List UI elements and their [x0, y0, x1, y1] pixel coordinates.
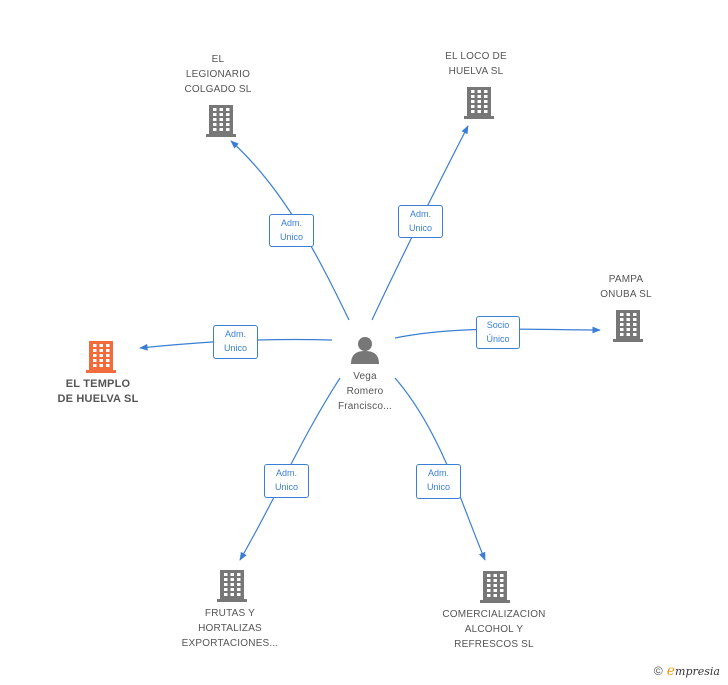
edge-label-frutas[interactable]: Adm. Unico	[264, 464, 309, 498]
building-icon[interactable]	[205, 103, 237, 142]
edge-label-loco[interactable]: Adm. Unico	[398, 205, 443, 238]
center-person-label[interactable]: Vega Romero Francisco...	[337, 371, 393, 412]
empresia-logo[interactable]: ©empresia	[653, 663, 720, 679]
brand-wordmark: empresia	[666, 663, 720, 679]
node-label-templo[interactable]: EL TEMPLO DE HUELVA SL	[57, 378, 139, 405]
edge-label-pampa[interactable]: Socio Único	[476, 316, 520, 349]
node-label-comercializacion[interactable]: COMERCIALIZACION ALCOHOL Y REFRESCOS SL	[442, 609, 546, 650]
center-person[interactable]	[350, 334, 380, 369]
building-icon[interactable]	[85, 339, 117, 378]
person-icon	[351, 337, 379, 364]
edge-label-comercializacion[interactable]: Adm. Unico	[416, 464, 461, 499]
building-icon[interactable]	[612, 308, 644, 347]
building-icon[interactable]	[463, 85, 495, 124]
node-label-legionario[interactable]: EL LEGIONARIO COLGADO SL	[184, 54, 252, 95]
building-icon[interactable]	[216, 568, 248, 607]
building-icon[interactable]	[479, 569, 511, 608]
node-label-frutas[interactable]: FRUTAS Y HORTALIZAS EXPORTACIONES...	[181, 608, 279, 649]
edge-label-legionario[interactable]: Adm. Unico	[269, 214, 314, 247]
node-label-loco[interactable]: EL LOCO DE HUELVA SL	[445, 51, 507, 77]
node-label-pampa[interactable]: PAMPA ONUBA SL	[600, 274, 652, 300]
edge-label-templo[interactable]: Adm. Unico	[213, 325, 258, 359]
